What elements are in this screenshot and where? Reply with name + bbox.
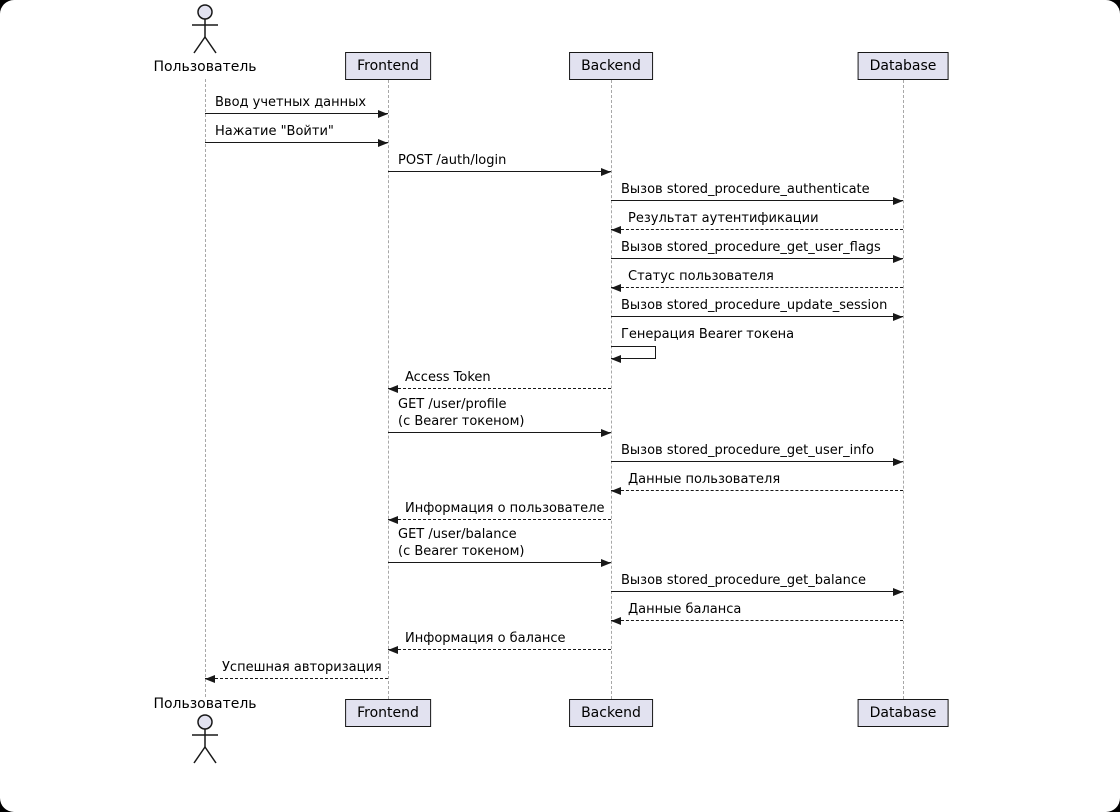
arrowhead-left-icon — [611, 487, 621, 495]
participant-frontend-bottom: Frontend — [345, 699, 431, 727]
message-label: Данные пользователя — [628, 472, 781, 487]
message-sp-authenticate: Вызов stored_procedure_authenticate — [611, 182, 903, 205]
message-arrow — [611, 284, 903, 292]
message-auth-result: Результат аутентификации — [611, 211, 903, 234]
message-sp-get-user-info: Вызов stored_procedure_get_user_info — [611, 443, 903, 466]
message-label: Данные баланса — [628, 602, 742, 617]
arrowhead-right-icon — [601, 168, 611, 176]
arrowhead-left-icon — [611, 284, 621, 292]
message-generate-bearer-token: Генерация Bearer токена — [611, 327, 798, 363]
self-message-arrow — [611, 346, 656, 363]
message-label: Вызов stored_procedure_get_user_info — [621, 443, 875, 458]
arrowhead-right-icon — [893, 197, 903, 205]
message-label: Успешная авторизация — [222, 660, 382, 675]
message-arrow — [205, 110, 388, 118]
actor-icon — [190, 714, 220, 770]
message-label: Вызов stored_procedure_get_user_flags — [621, 240, 881, 255]
message-sp-get-user-flags: Вызов stored_procedure_get_user_flags — [611, 240, 903, 263]
arrowhead-right-icon — [378, 139, 388, 147]
arrowhead-right-icon — [893, 313, 903, 321]
participant-database-bottom: Database — [857, 699, 949, 727]
arrowhead-right-icon — [893, 255, 903, 263]
message-balance-info-response: Информация о балансе — [388, 631, 611, 654]
message-get-user-balance: GET /user/balance (с Bearer токеном) — [388, 527, 611, 567]
actor-label-user-top: Пользователь — [153, 59, 257, 75]
arrowhead-right-icon — [893, 458, 903, 466]
message-label: Статус пользователя — [628, 269, 774, 284]
message-label: Ввод учетных данных — [215, 95, 367, 110]
message-label-line2: (с Bearer токеном) — [398, 544, 525, 559]
message-user-status: Статус пользователя — [611, 269, 903, 292]
arrowhead-left-icon — [611, 226, 621, 234]
participant-database-top: Database — [857, 52, 949, 80]
message-label: GET /user/balance — [398, 527, 517, 542]
message-label: Информация о балансе — [405, 631, 566, 646]
lifeline-backend — [611, 80, 612, 699]
arrowhead-left-icon — [388, 385, 398, 393]
actor-label-user-bottom: Пользователь — [153, 696, 257, 712]
message-label: Информация о пользователе — [405, 501, 605, 516]
message-label: GET /user/profile — [398, 397, 507, 412]
message-arrow — [388, 385, 611, 393]
message-arrow — [611, 617, 903, 625]
message-arrow — [611, 588, 903, 596]
message-enter-credentials: Ввод учетных данных — [205, 95, 388, 118]
message-arrow — [388, 646, 611, 654]
message-balance-data: Данные баланса — [611, 602, 903, 625]
message-arrow — [611, 197, 903, 205]
message-label: Вызов stored_procedure_update_session — [621, 298, 888, 313]
message-arrow — [388, 429, 611, 437]
message-auth-success: Успешная авторизация — [205, 660, 388, 683]
message-arrow — [205, 139, 388, 147]
participant-backend-top: Backend — [569, 52, 653, 80]
message-access-token: Access Token — [388, 370, 611, 393]
message-sp-get-balance: Вызов stored_procedure_get_balance — [611, 573, 903, 596]
actor-icon — [190, 4, 220, 60]
arrowhead-left-icon — [611, 355, 621, 363]
message-user-data: Данные пользователя — [611, 472, 903, 495]
arrowhead-left-icon — [388, 646, 398, 654]
message-arrow — [611, 255, 903, 263]
message-label: POST /auth/login — [398, 153, 507, 168]
lifeline-user — [205, 79, 206, 697]
message-arrow — [388, 168, 611, 176]
message-user-info-response: Информация о пользователе — [388, 501, 611, 524]
arrowhead-right-icon — [378, 110, 388, 118]
message-arrow — [611, 313, 903, 321]
message-get-user-profile: GET /user/profile (с Bearer токеном) — [388, 397, 611, 437]
message-sp-update-session: Вызов stored_procedure_update_session — [611, 298, 903, 321]
message-arrow — [611, 226, 903, 234]
message-click-login: Нажатие "Войти" — [205, 124, 388, 147]
message-label: Вызов stored_procedure_get_balance — [621, 573, 866, 588]
message-arrow — [388, 516, 611, 524]
arrowhead-left-icon — [611, 617, 621, 625]
arrowhead-right-icon — [601, 429, 611, 437]
participant-frontend-top: Frontend — [345, 52, 431, 80]
arrowhead-left-icon — [388, 516, 398, 524]
message-post-auth-login: POST /auth/login — [388, 153, 611, 176]
message-label-line2: (с Bearer токеном) — [398, 414, 525, 429]
message-arrow — [611, 487, 903, 495]
lifeline-database — [903, 80, 904, 699]
arrowhead-right-icon — [893, 588, 903, 596]
arrowhead-left-icon — [205, 675, 215, 683]
message-label: Вызов stored_procedure_authenticate — [621, 182, 870, 197]
message-label: Access Token — [405, 370, 491, 385]
message-label: Результат аутентификации — [628, 211, 819, 226]
message-arrow — [205, 675, 388, 683]
message-label: Генерация Bearer токена — [621, 327, 795, 342]
message-arrow — [388, 559, 611, 567]
message-label: Нажатие "Войти" — [215, 124, 334, 139]
message-arrow — [611, 458, 903, 466]
participant-backend-bottom: Backend — [569, 699, 653, 727]
arrowhead-right-icon — [601, 559, 611, 567]
